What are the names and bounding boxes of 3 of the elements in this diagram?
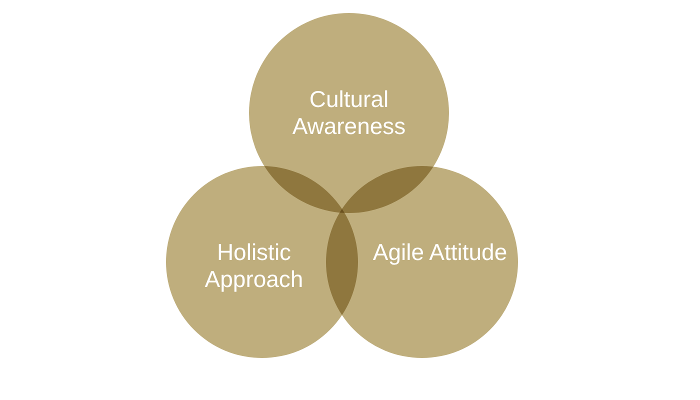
circle-label: Cultural Awareness	[291, 86, 407, 140]
circle-label: Holistic Approach	[204, 239, 304, 293]
circle-label: Agile Attitude	[372, 239, 508, 266]
